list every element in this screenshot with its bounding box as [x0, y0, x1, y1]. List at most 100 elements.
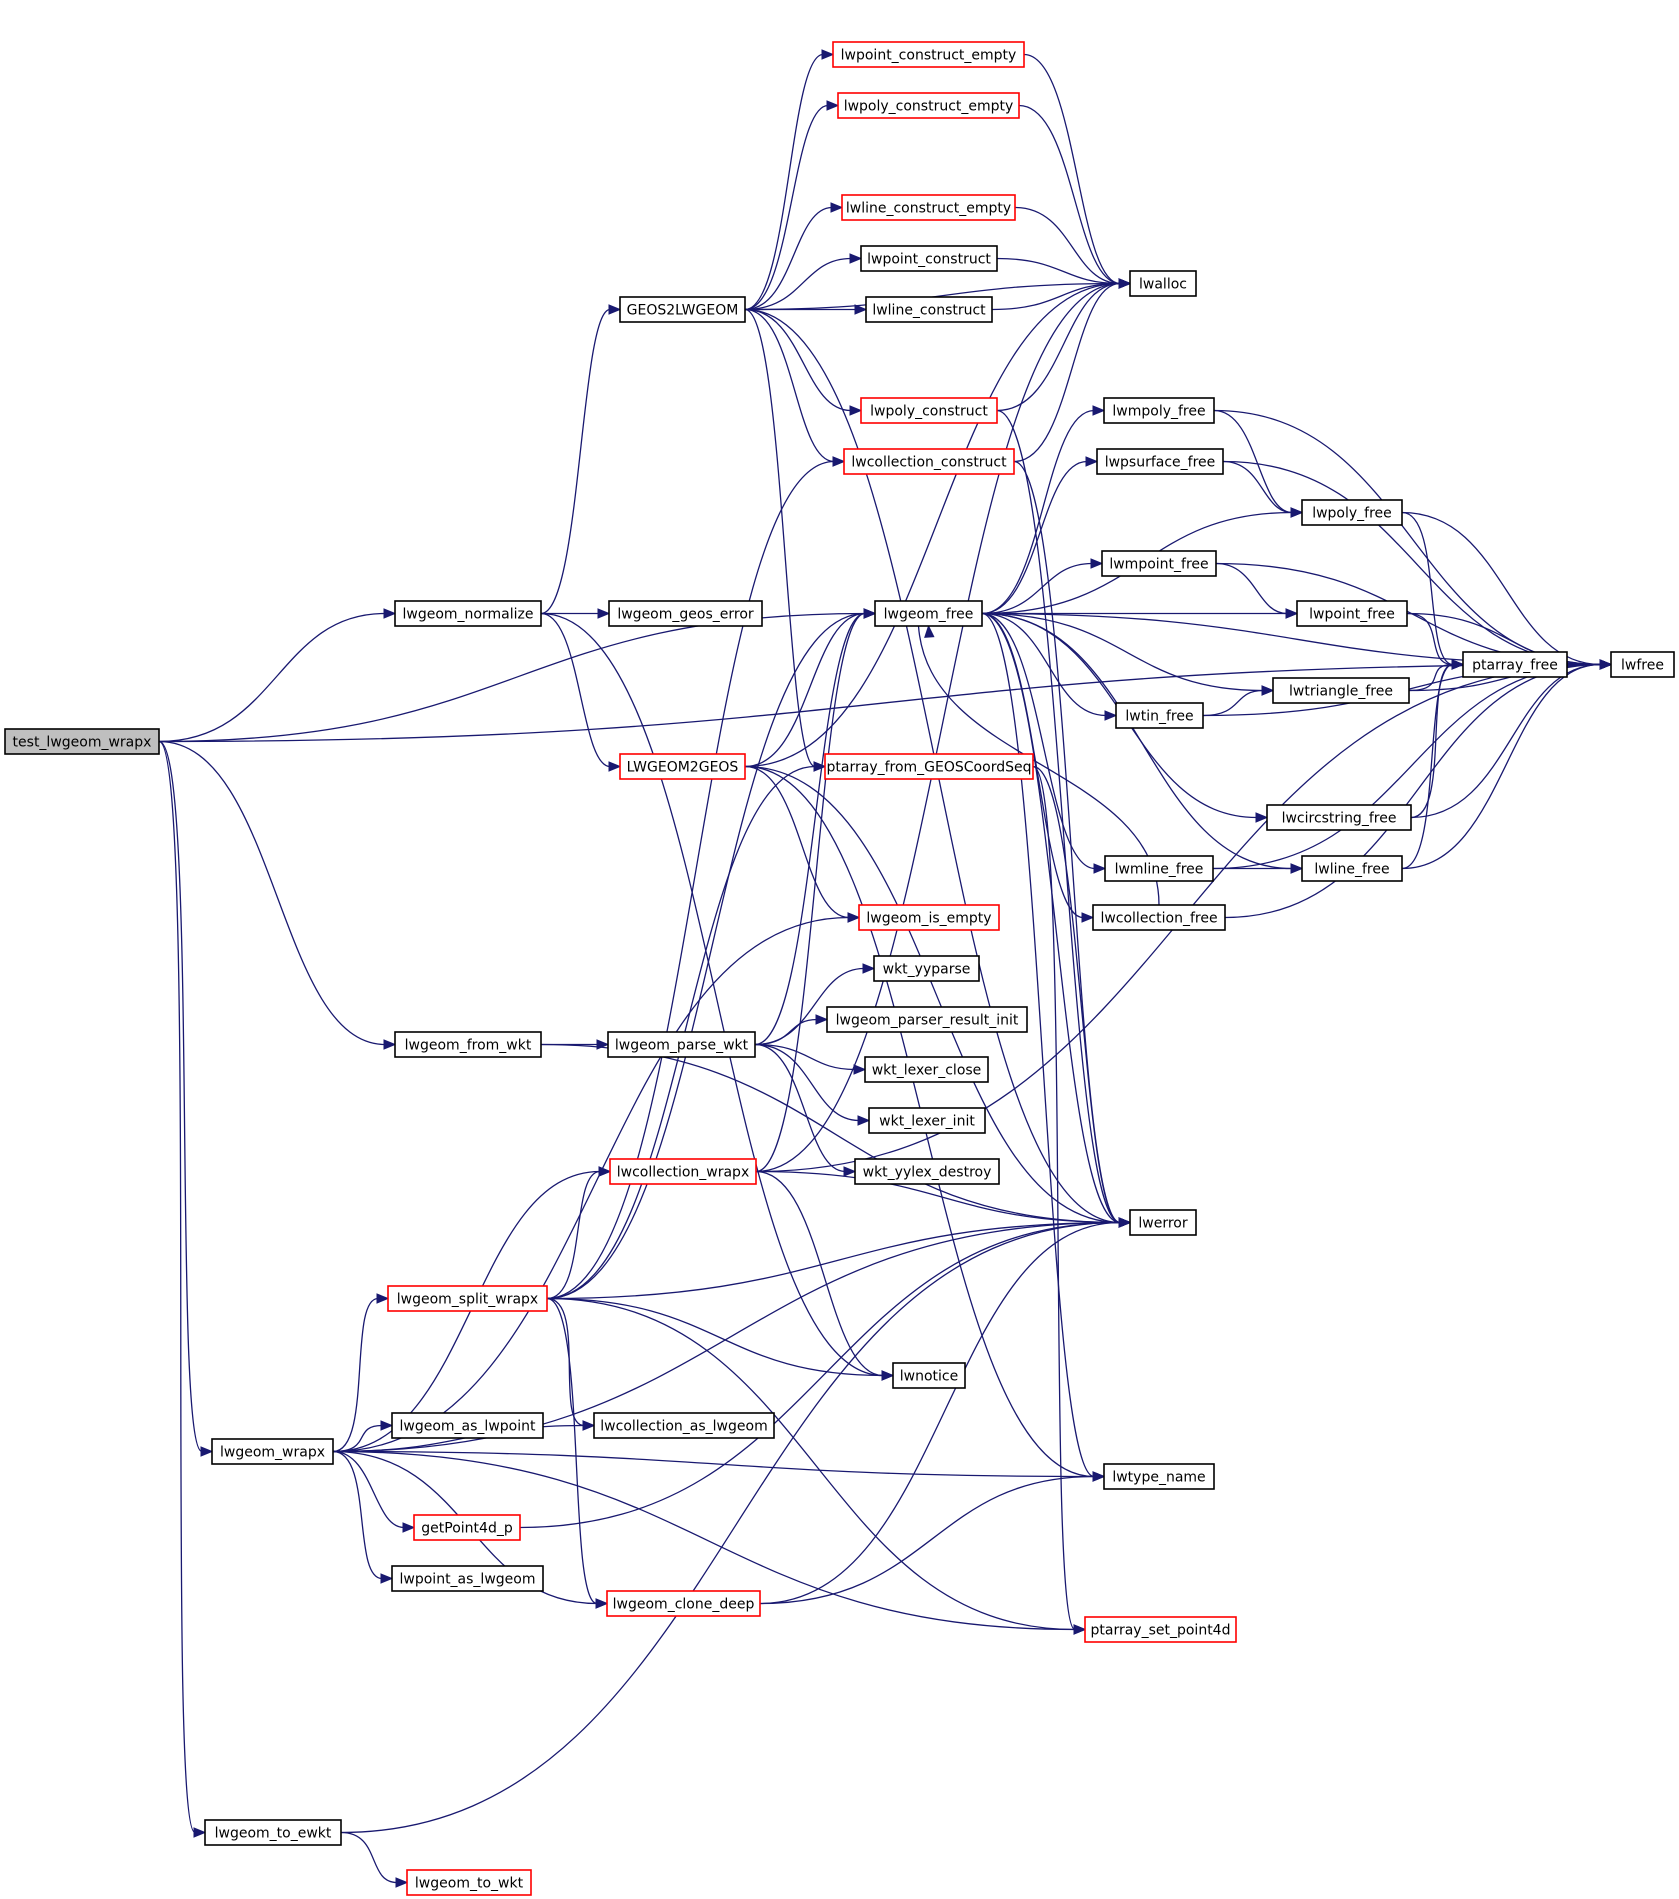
node-lwgeom_as_lwpoint[interactable]: lwgeom_as_lwpoint: [391, 1412, 544, 1439]
node-box-lwnotice[interactable]: [892, 1362, 966, 1389]
node-lwalloc[interactable]: lwalloc: [1129, 270, 1197, 297]
node-box-lwpoint_as_lwgeom[interactable]: [391, 1565, 544, 1592]
node-lwpoint_as_lwgeom[interactable]: lwpoint_as_lwgeom: [391, 1565, 544, 1592]
node-box-lwpoly_construct[interactable]: [860, 397, 998, 424]
node-box-lwgeom_is_empty[interactable]: [858, 904, 1000, 931]
node-lwpoint_construct_empty[interactable]: lwpoint_construct_empty: [832, 41, 1025, 68]
node-box-lwpoint_free[interactable]: [1296, 600, 1408, 627]
node-box-lwline_construct[interactable]: [865, 296, 993, 323]
node-lwline_construct[interactable]: lwline_construct: [865, 296, 993, 323]
node-lwgeom_normalize[interactable]: lwgeom_normalize: [394, 600, 542, 627]
node-box-lwgeom_clone_deep[interactable]: [606, 1590, 761, 1617]
node-lwpoly_free[interactable]: lwpoly_free: [1301, 499, 1403, 526]
node-box-LWGEOM2GEOS[interactable]: [619, 753, 746, 780]
node-box-lwgeom_parse_wkt[interactable]: [607, 1031, 756, 1058]
node-box-lwpoint_construct[interactable]: [860, 245, 998, 272]
node-box-lwerror[interactable]: [1129, 1209, 1197, 1236]
node-lwcollection_free[interactable]: lwcollection_free: [1092, 904, 1226, 931]
node-box-lwgeom_wrapx[interactable]: [211, 1438, 334, 1465]
node-ptarray_free[interactable]: ptarray_free: [1462, 651, 1568, 678]
node-ptarray_set_point4d[interactable]: ptarray_set_point4d: [1084, 1616, 1237, 1643]
node-lwpsurface_free[interactable]: lwpsurface_free: [1096, 448, 1224, 475]
node-box-lwgeom_to_ewkt[interactable]: [204, 1819, 342, 1846]
node-box-lwtin_free[interactable]: [1115, 702, 1204, 729]
node-box-lwalloc[interactable]: [1129, 270, 1197, 297]
node-box-getPoint4d_p[interactable]: [413, 1514, 521, 1541]
node-box-lwpoly_construct_empty[interactable]: [837, 92, 1020, 119]
node-lwline_free[interactable]: lwline_free: [1301, 855, 1403, 882]
node-box-lwtype_name[interactable]: [1103, 1463, 1215, 1490]
node-lwnotice[interactable]: lwnotice: [892, 1362, 966, 1389]
node-box-ptarray_free[interactable]: [1462, 651, 1568, 678]
node-box-wkt_lexer_close[interactable]: [864, 1056, 989, 1083]
node-box-lwline_free[interactable]: [1301, 855, 1403, 882]
node-box-lwcollection_wrapx[interactable]: [609, 1158, 757, 1185]
node-box-ptarray_from_GEOSCoordSeq[interactable]: [824, 753, 1034, 780]
node-box-lwfree[interactable]: [1610, 651, 1675, 678]
node-box-lwgeom_split_wrapx[interactable]: [387, 1285, 548, 1312]
node-lwmline_free[interactable]: lwmline_free: [1104, 855, 1214, 882]
node-box-lwpsurface_free[interactable]: [1096, 448, 1224, 475]
node-getPoint4d_p[interactable]: getPoint4d_p: [413, 1514, 521, 1541]
node-lwgeom_is_empty[interactable]: lwgeom_is_empty: [858, 904, 1000, 931]
node-box-lwcollection_free[interactable]: [1092, 904, 1226, 931]
node-lwgeom_to_wkt[interactable]: lwgeom_to_wkt: [406, 1869, 532, 1896]
node-box-wkt_lexer_init[interactable]: [868, 1107, 986, 1134]
node-box-lwline_construct_empty[interactable]: [841, 194, 1016, 221]
node-lwtype_name[interactable]: lwtype_name: [1103, 1463, 1215, 1490]
node-lwgeom_to_ewkt[interactable]: lwgeom_to_ewkt: [204, 1819, 342, 1846]
node-lwcircstring_free[interactable]: lwcircstring_free: [1266, 804, 1412, 831]
node-box-lwgeom_parser_result_init[interactable]: [826, 1006, 1028, 1033]
node-lwtin_free[interactable]: lwtin_free: [1115, 702, 1204, 729]
node-box-GEOS2LWGEOM[interactable]: [619, 296, 746, 323]
node-lwtriangle_free[interactable]: lwtriangle_free: [1272, 677, 1410, 704]
node-box-lwgeom_normalize[interactable]: [394, 600, 542, 627]
node-LWGEOM2GEOS[interactable]: LWGEOM2GEOS: [619, 753, 746, 780]
node-box-wkt_yyparse[interactable]: [873, 955, 980, 982]
node-wkt_lexer_init[interactable]: wkt_lexer_init: [868, 1107, 986, 1134]
node-lwcollection_wrapx[interactable]: lwcollection_wrapx: [609, 1158, 757, 1185]
node-lwgeom_split_wrapx[interactable]: lwgeom_split_wrapx: [387, 1285, 548, 1312]
node-lwgeom_clone_deep[interactable]: lwgeom_clone_deep: [606, 1590, 761, 1617]
node-box-lwgeom_as_lwpoint[interactable]: [391, 1412, 544, 1439]
node-box-lwpoint_construct_empty[interactable]: [832, 41, 1025, 68]
node-lwline_construct_empty[interactable]: lwline_construct_empty: [841, 194, 1016, 221]
node-lwpoint_construct[interactable]: lwpoint_construct: [860, 245, 998, 272]
node-lwgeom_free[interactable]: lwgeom_free: [874, 600, 983, 627]
node-box-lwtriangle_free[interactable]: [1272, 677, 1410, 704]
node-box-lwgeom_from_wkt[interactable]: [394, 1031, 542, 1058]
node-lwcollection_construct[interactable]: lwcollection_construct: [843, 448, 1015, 475]
node-lwgeom_geos_error[interactable]: lwgeom_geos_error: [608, 600, 763, 627]
node-lwcollection_as_lwgeom[interactable]: lwcollection_as_lwgeom: [593, 1412, 775, 1439]
node-GEOS2LWGEOM[interactable]: GEOS2LWGEOM: [619, 296, 746, 323]
node-lwgeom_wrapx[interactable]: lwgeom_wrapx: [211, 1438, 334, 1465]
node-lwerror[interactable]: lwerror: [1129, 1209, 1197, 1236]
node-box-ptarray_set_point4d[interactable]: [1084, 1616, 1237, 1643]
node-lwpoly_construct_empty[interactable]: lwpoly_construct_empty: [837, 92, 1020, 119]
node-box-lwgeom_free[interactable]: [874, 600, 983, 627]
node-test_lwgeom_wrapx[interactable]: test_lwgeom_wrapx: [4, 728, 160, 755]
node-box-lwmpoint_free[interactable]: [1101, 550, 1217, 577]
node-lwmpoly_free[interactable]: lwmpoly_free: [1103, 397, 1215, 424]
node-lwpoly_construct[interactable]: lwpoly_construct: [860, 397, 998, 424]
node-box-lwcollection_as_lwgeom[interactable]: [593, 1412, 775, 1439]
node-lwfree[interactable]: lwfree: [1610, 651, 1675, 678]
node-box-test_lwgeom_wrapx[interactable]: [4, 728, 160, 755]
node-box-lwpoly_free[interactable]: [1301, 499, 1403, 526]
node-box-lwgeom_to_wkt[interactable]: [406, 1869, 532, 1896]
node-box-lwcollection_construct[interactable]: [843, 448, 1015, 475]
node-box-lwmline_free[interactable]: [1104, 855, 1214, 882]
node-box-lwmpoly_free[interactable]: [1103, 397, 1215, 424]
node-box-lwgeom_geos_error[interactable]: [608, 600, 763, 627]
node-wkt_lexer_close[interactable]: wkt_lexer_close: [864, 1056, 989, 1083]
node-lwgeom_parser_result_init[interactable]: lwgeom_parser_result_init: [826, 1006, 1028, 1033]
node-wkt_yylex_destroy[interactable]: wkt_yylex_destroy: [854, 1158, 1000, 1185]
node-lwpoint_free[interactable]: lwpoint_free: [1296, 600, 1408, 627]
node-lwmpoint_free[interactable]: lwmpoint_free: [1101, 550, 1217, 577]
node-box-lwcircstring_free[interactable]: [1266, 804, 1412, 831]
node-lwgeom_parse_wkt[interactable]: lwgeom_parse_wkt: [607, 1031, 756, 1058]
node-wkt_yyparse[interactable]: wkt_yyparse: [873, 955, 980, 982]
node-lwgeom_from_wkt[interactable]: lwgeom_from_wkt: [394, 1031, 542, 1058]
node-ptarray_from_GEOSCoordSeq[interactable]: ptarray_from_GEOSCoordSeq: [824, 753, 1034, 780]
node-box-wkt_yylex_destroy[interactable]: [854, 1158, 1000, 1185]
